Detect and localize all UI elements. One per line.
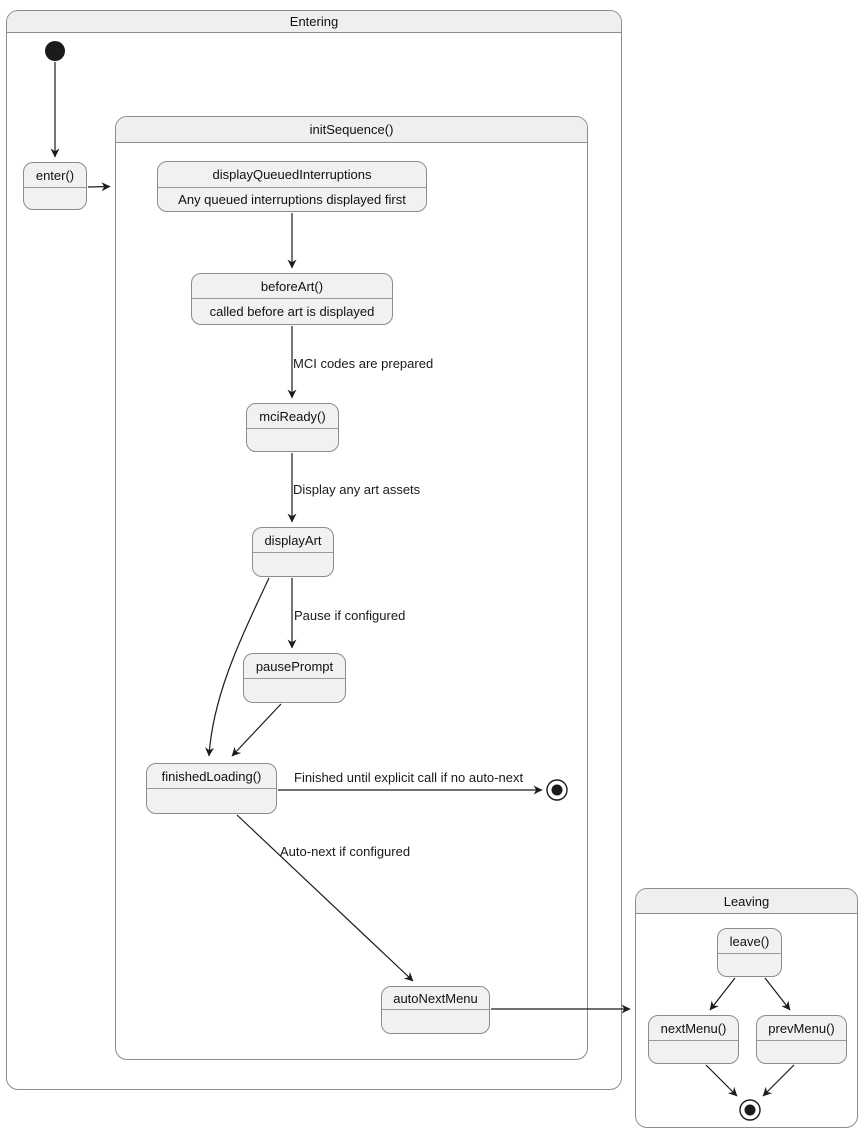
state-display-art-title: displayArt bbox=[253, 528, 333, 553]
state-leave-body bbox=[718, 954, 781, 976]
state-prev-menu-body bbox=[757, 1041, 846, 1063]
container-leaving: Leaving bbox=[635, 888, 858, 1128]
container-init-sequence: initSequence() bbox=[115, 116, 588, 1060]
state-prev-menu: prevMenu() bbox=[756, 1015, 847, 1064]
container-init-sequence-header: initSequence() bbox=[116, 117, 587, 143]
edge-label-mci-codes: MCI codes are prepared bbox=[293, 356, 434, 371]
container-entering-title: Entering bbox=[289, 14, 339, 29]
state-finished-loading-title: finishedLoading() bbox=[147, 764, 276, 789]
state-auto-next-menu-body bbox=[382, 1010, 489, 1033]
state-display-art-body bbox=[253, 553, 333, 576]
state-finished-loading-body bbox=[147, 789, 276, 813]
state-mci-ready-body bbox=[247, 429, 338, 451]
edge-label-finished-until-explicit: Finished until explicit call if no auto-… bbox=[294, 770, 524, 785]
state-finished-loading: finishedLoading() bbox=[146, 763, 277, 814]
state-before-art-description: called before art is displayed bbox=[209, 304, 375, 319]
state-pause-prompt-title: pausePrompt bbox=[244, 654, 345, 679]
container-leaving-header: Leaving bbox=[636, 889, 857, 914]
state-display-queued-interruptions-title: displayQueuedInterruptions bbox=[158, 162, 426, 188]
state-enter-body bbox=[24, 188, 86, 209]
state-leave-title: leave() bbox=[718, 929, 781, 954]
state-auto-next-menu: autoNextMenu bbox=[381, 986, 490, 1034]
state-auto-next-menu-title: autoNextMenu bbox=[382, 987, 489, 1010]
state-before-art: beforeArt() called before art is display… bbox=[191, 273, 393, 325]
state-display-art: displayArt bbox=[252, 527, 334, 577]
state-before-art-title: beforeArt() bbox=[192, 274, 392, 299]
edge-label-display-art-assets: Display any art assets bbox=[293, 482, 421, 497]
container-init-sequence-title: initSequence() bbox=[309, 122, 394, 137]
state-pause-prompt-body bbox=[244, 679, 345, 702]
state-next-menu: nextMenu() bbox=[648, 1015, 739, 1064]
state-pause-prompt: pausePrompt bbox=[243, 653, 346, 703]
state-display-queued-interruptions: displayQueuedInterruptions Any queued in… bbox=[157, 161, 427, 212]
state-leave: leave() bbox=[717, 928, 782, 977]
state-enter: enter() bbox=[23, 162, 87, 210]
state-mci-ready: mciReady() bbox=[246, 403, 339, 452]
state-display-queued-interruptions-description: Any queued interruptions displayed first bbox=[178, 192, 406, 207]
edge-label-auto-next-if-configured: Auto-next if configured bbox=[280, 844, 411, 859]
state-prev-menu-title: prevMenu() bbox=[757, 1016, 846, 1041]
state-next-menu-title: nextMenu() bbox=[649, 1016, 738, 1041]
container-leaving-title: Leaving bbox=[723, 893, 770, 909]
edge-label-pause-if-configured: Pause if configured bbox=[294, 608, 406, 623]
state-enter-title: enter() bbox=[24, 163, 86, 188]
state-mci-ready-title: mciReady() bbox=[247, 404, 338, 429]
state-next-menu-body bbox=[649, 1041, 738, 1063]
container-entering-header: Entering bbox=[7, 11, 621, 33]
